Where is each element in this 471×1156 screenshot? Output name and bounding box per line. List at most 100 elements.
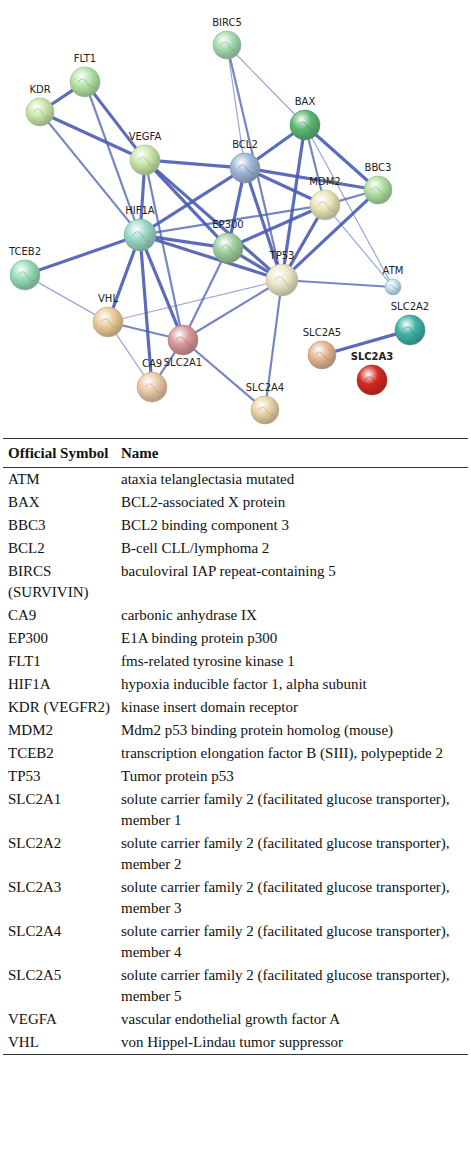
structure-sketch (220, 42, 235, 50)
protein-ball (310, 190, 340, 220)
table-row: ATMataxia telanglectasia mutated (3, 468, 468, 492)
table-row: SLC2A5solute carrier family 2 (facilitat… (3, 964, 468, 1008)
table-row: SLC2A1solute carrier family 2 (facilitat… (3, 788, 468, 832)
interaction-line (190, 261, 222, 326)
protein-node: SLC2A2 (370, 300, 450, 346)
table-row: VHLvon Hippel-Lindau tumor suppressor (3, 1031, 468, 1055)
interaction-line (196, 288, 268, 332)
table-row: TCEB2transcription elongation factor B (… (3, 742, 468, 765)
protein-sphere (9, 259, 41, 291)
protein-ball (308, 341, 336, 369)
interaction-line (160, 161, 230, 167)
protein-label: ATM (383, 264, 404, 278)
protein-sphere (289, 109, 321, 141)
protein-sphere (25, 97, 55, 127)
protein-ball (26, 98, 54, 126)
symbol-cell: SLC2A4 (3, 920, 116, 964)
protein-node: BCL2 (205, 138, 285, 184)
name-cell: hypoxia inducible factor 1, alpha subuni… (116, 673, 468, 696)
protein-sphere (92, 306, 124, 338)
protein-label: SLC2A4 (246, 381, 284, 395)
interaction-line (267, 296, 280, 396)
symbol-cell: KDR (VEGFR2) (3, 696, 116, 719)
protein-node: BIRC5 (187, 16, 267, 60)
interaction-line (335, 217, 388, 281)
protein-ball (364, 176, 392, 204)
interaction-line (156, 207, 310, 232)
interaction-line (156, 170, 270, 270)
structure-sketch (101, 319, 118, 328)
structure-sketch (18, 272, 35, 281)
table-row: HIF1Ahypoxia inducible factor 1, alpha s… (3, 673, 468, 696)
structure-sketch (315, 352, 330, 361)
interaction-line (116, 334, 143, 374)
protein-sphere (229, 152, 261, 184)
protein-ball (213, 233, 243, 263)
name-cell: BCL2-associated X protein (116, 491, 468, 514)
name-cell: Tumor protein p53 (116, 765, 468, 788)
table-row: MDM2Mdm2 p53 binding protein homolog (mo… (3, 719, 468, 742)
protein-node: VHL (68, 292, 148, 338)
protein-sphere (307, 340, 337, 370)
protein-ball (357, 365, 387, 395)
protein-sphere (212, 232, 244, 264)
name-cell: BCL2 binding component 3 (116, 514, 468, 537)
protein-label: SLC2A2 (391, 300, 429, 314)
table-row: BCL2B-cell CLL/lymphoma 2 (3, 537, 468, 560)
protein-node: SLC2A4 (225, 381, 305, 425)
interaction-line (339, 194, 364, 201)
symbol-cell: SLC2A1 (3, 788, 116, 832)
name-cell: Name (116, 439, 468, 468)
protein-sphere (309, 189, 341, 221)
interaction-line (156, 237, 213, 245)
name-cell: solute carrier family 2 (facilitated glu… (116, 964, 468, 1008)
symbol-table: Official SymbolNameATMataxia telanglecta… (3, 438, 468, 1055)
protein-sphere (265, 263, 299, 297)
protein-sphere (167, 324, 199, 356)
symbol-cell: HIF1A (3, 673, 116, 696)
protein-label: HIF1A (125, 204, 154, 218)
symbol-cell: VHL (3, 1031, 116, 1055)
table-row: BAXBCL2-associated X protein (3, 491, 468, 514)
structure-sketch (298, 122, 315, 131)
protein-label: FLT1 (74, 52, 96, 66)
name-cell: baculoviral IAP repeat-containing 5 (116, 560, 468, 604)
symbol-cell: TP53 (3, 765, 116, 788)
protein-ball (130, 145, 160, 175)
protein-sphere (129, 144, 161, 176)
table-row: SLC2A3solute carrier family 2 (facilitat… (3, 876, 468, 920)
table-row: BBC3BCL2 binding component 3 (3, 514, 468, 537)
name-cell: B-cell CLL/lymphoma 2 (116, 537, 468, 560)
protein-label: SLC2A3 (351, 350, 394, 364)
symbol-cell: EP300 (3, 627, 116, 650)
protein-ball (385, 279, 401, 295)
protein-ball (168, 325, 198, 355)
protein-ball (70, 67, 100, 97)
protein-sphere (123, 218, 157, 252)
protein-node: CA9 (112, 357, 192, 403)
interaction-line (148, 175, 180, 326)
protein-node: SLC2A5 (282, 326, 362, 370)
symbol-cell: BIRCS (SURVIVIN) (3, 560, 116, 604)
name-cell: solute carrier family 2 (facilitated glu… (116, 832, 468, 876)
protein-label: TCEB2 (9, 245, 41, 259)
symbol-cell: ATM (3, 468, 116, 492)
structure-sketch (133, 232, 151, 242)
protein-ball (213, 31, 241, 59)
structure-sketch (258, 407, 273, 416)
protein-label: SLC2A1 (164, 356, 202, 370)
name-cell: E1A binding protein p300 (116, 627, 468, 650)
protein-ball (230, 153, 260, 183)
protein-label: CA9 (142, 357, 162, 371)
table-row: SLC2A4solute carrier family 2 (facilitat… (3, 920, 468, 964)
table-row: VEGFAvascular endothelial growth factor … (3, 1008, 468, 1031)
protein-label: BBC3 (365, 161, 392, 175)
interaction-line (39, 240, 125, 270)
name-cell: carbonic anhydrase IX (116, 604, 468, 627)
protein-ball (93, 307, 123, 337)
protein-node: KDR (0, 83, 80, 127)
protein-sphere (356, 364, 388, 396)
interaction-line (141, 251, 151, 372)
structure-sketch (275, 277, 293, 287)
protein-label: EP300 (212, 218, 243, 232)
